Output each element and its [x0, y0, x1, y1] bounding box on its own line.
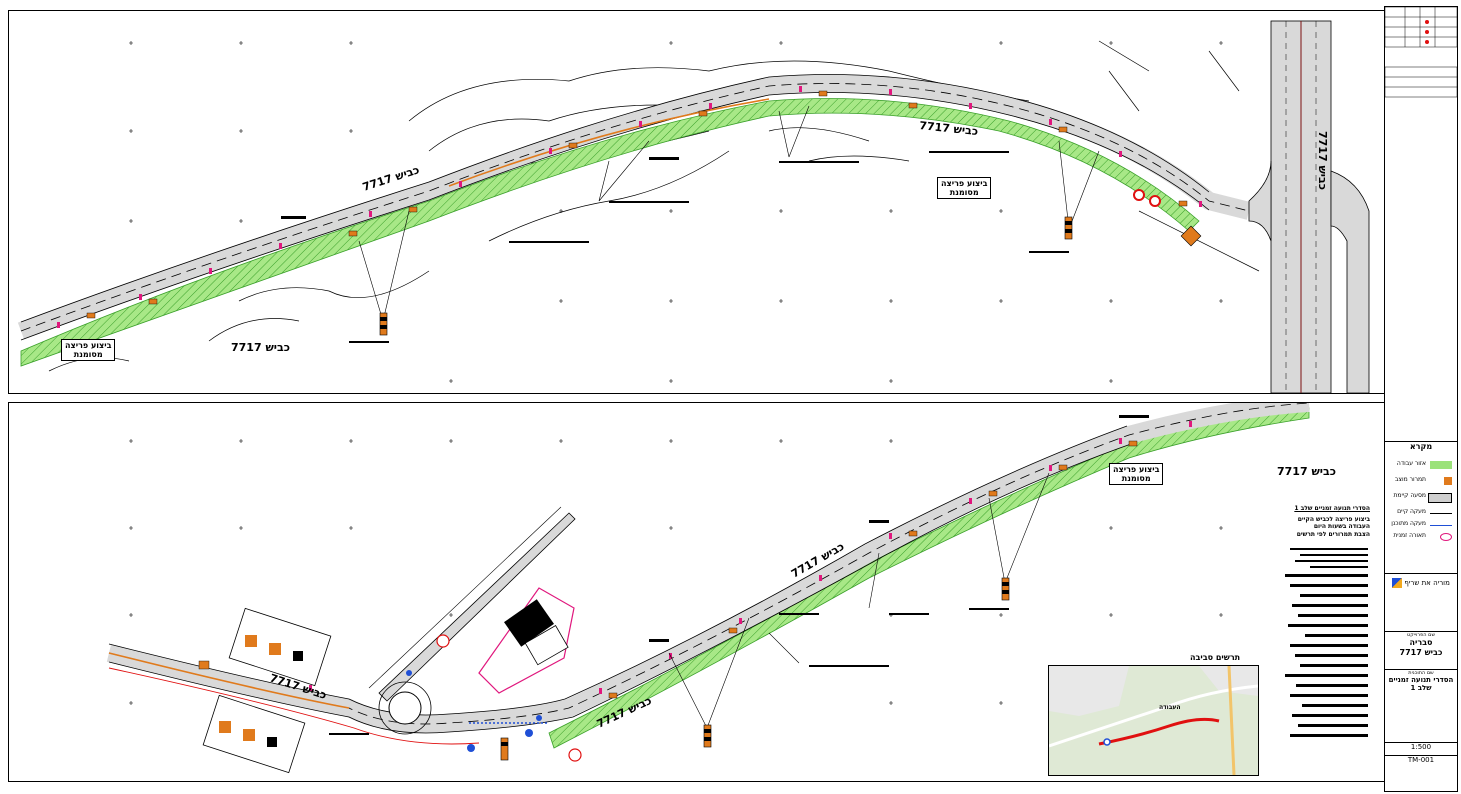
- legend-label-planned-rail: מעקה מתוכנן: [1391, 520, 1426, 527]
- work-zone-note-top-left: ביצוע פריצה מסומנת: [61, 339, 116, 362]
- project-label: שם הפרוייקט: [1406, 632, 1436, 638]
- company-logo-icon: [1392, 578, 1403, 588]
- legend-swatch-light: [1440, 533, 1452, 541]
- roundabout: [388, 691, 422, 725]
- work-zone-note-bottom: ביצוע פריצה מסומנת: [1109, 463, 1164, 486]
- work-zone-note-top-mid: ביצוע פריצה מסומנת: [937, 177, 992, 200]
- road-label-top-4: כביש 7717: [1316, 131, 1329, 190]
- sign-post-bottom-1: [703, 724, 712, 748]
- grid-crosses-top: [129, 41, 1223, 383]
- sheet-number: TM-001: [1407, 756, 1435, 764]
- legend-item-planned-rail: מעקה מתוכנן: [1388, 519, 1454, 531]
- legend-swatch-planned-rail: [1430, 525, 1452, 526]
- drawing-name-line-2: שלב 1: [1410, 684, 1432, 693]
- legend-item-light: תאורה זמנית: [1388, 531, 1454, 543]
- title-block: מקרא אזור עבודה תמרור מוצב מסעה קיימת מע…: [1384, 6, 1458, 792]
- general-notes: הסדרי תנועה זמניים שלב 1 ביצוע פריצה לכב…: [1270, 505, 1370, 744]
- legend-item-sign: תמרור מוצב: [1388, 475, 1454, 487]
- general-note-2: העבודה בשעות היום: [1313, 523, 1370, 530]
- plan-bottom-drawing: כביש 7717 כביש 7717 כביש 7717 כביש 7717: [106, 403, 1336, 774]
- project-name-line-2: כביש 7717: [1399, 647, 1443, 657]
- plan-top-drawing: כביש 7717 כביש 7717 כביש 7717 כביש 7717: [17, 20, 1370, 393]
- locator-map-route: [1098, 717, 1220, 746]
- legend-item-work-zone: אזור עבודה: [1388, 459, 1454, 471]
- planned-barrier-bottom: [108, 652, 350, 709]
- work-zone-note-line-2: מסומנת: [1121, 474, 1151, 484]
- project-block: שם הפרוייקט סבריה כביש 7717: [1385, 631, 1457, 668]
- work-zone-note-line-2: מסומנת: [73, 350, 103, 360]
- sign-leaders-top: [358, 105, 1100, 322]
- project-name-line-1: סבריה: [1409, 638, 1433, 647]
- road-centerline-top: [20, 83, 1250, 332]
- road-edge-top-south: [20, 92, 1210, 341]
- legend-label-light: תאורה זמנית: [1393, 532, 1426, 539]
- work-zone-note-line-1: ביצוע פריצה: [1113, 465, 1160, 474]
- detail-box-1: [228, 607, 332, 687]
- legend-label-work-zone: אזור עבודה: [1396, 460, 1426, 467]
- general-notes-title: הסדרי תנועה זמניים שלב 1: [1294, 505, 1370, 512]
- legend-swatch-work-zone: [1430, 461, 1452, 469]
- drawing-block: שם התוכנית הסדרי תנועה זמניים שלב 1: [1385, 669, 1457, 706]
- drawing-label: שם התוכנית: [1408, 670, 1434, 676]
- company-name: מוריה את שריף: [1404, 579, 1450, 587]
- locator-map-title: תרשים סביבה: [1190, 653, 1241, 662]
- legend-item-existing-rail: מעקה קיים: [1388, 507, 1454, 519]
- drawing-name-line-1: הסדרי תנועה זמניים: [1388, 676, 1454, 684]
- detail-box-2: [202, 694, 306, 774]
- traffic-signs-bottom: [198, 440, 1138, 699]
- sign-leaders-bottom: [668, 472, 1050, 729]
- sign-post-bottom-3: [500, 737, 509, 761]
- work-zone-top: [20, 98, 1200, 367]
- legend-header: מקרא: [1385, 441, 1457, 456]
- temp-lights-top: [57, 86, 1202, 328]
- annotation-marks-top: [281, 151, 1069, 343]
- revision-table: [1385, 7, 1457, 98]
- road-label-bottom-2: כביש 7717: [1277, 465, 1336, 478]
- guardrail-markers: [406, 670, 542, 752]
- legend-swatch-existing-rail: [1430, 513, 1452, 514]
- locator-map-drawing: [1049, 666, 1258, 775]
- notes-text-lines: [1285, 548, 1368, 737]
- legend-title: מקרא: [1409, 442, 1433, 451]
- sheet-row: TM-001: [1385, 755, 1457, 768]
- legend-label-sign: תמרור מוצב: [1394, 476, 1426, 483]
- legend-swatch-road: [1428, 493, 1452, 503]
- general-note-3: הצבת תמרורים לפי תרשים: [1296, 530, 1370, 538]
- work-zone-note-line-1: ביצוע פריצה: [65, 341, 112, 350]
- general-note-1: ביצוע פריצה לכביש הקיים: [1297, 515, 1370, 523]
- annotation-marks-bottom: [329, 415, 1149, 735]
- sign-post-top-2: [1064, 216, 1073, 240]
- legend-label-existing-rail: מעקה קיים: [1397, 508, 1426, 515]
- scale-value: 1:500: [1410, 743, 1432, 751]
- legend-label-road: מסעה קיימת: [1393, 492, 1426, 499]
- warning-sign-top: [1133, 189, 1202, 247]
- locator-map: העבודה: [1048, 665, 1259, 776]
- company-logo: מוריה את שריף: [1385, 573, 1457, 604]
- work-zone-note-line-2: מסומנת: [949, 188, 979, 198]
- scale-row: 1:500: [1385, 742, 1457, 755]
- road-label-top-2: כביש 7717: [919, 119, 979, 138]
- building-site: [478, 587, 575, 694]
- plan-panel-top: כביש 7717 כביש 7717 כביש 7717 כביש 7717 …: [8, 10, 1386, 394]
- locator-map-route-label: העבודה: [1159, 704, 1181, 711]
- terrain-contours-top: [48, 40, 1260, 372]
- side-road: [378, 512, 576, 702]
- legend-swatch-sign: [1444, 477, 1452, 485]
- planned-barrier-top: [448, 98, 770, 187]
- work-zone-note-line-1: ביצוע פריצה: [941, 179, 988, 188]
- traffic-signs-top: [86, 90, 1188, 319]
- sign-post-bottom-2: [1001, 577, 1010, 601]
- road-label-top-3: כביש 7717: [231, 341, 290, 354]
- road-edge-top-north: [20, 74, 1210, 323]
- sign-post-top-1: [379, 312, 388, 336]
- legend-item-road: מסעה קיימת: [1388, 491, 1454, 503]
